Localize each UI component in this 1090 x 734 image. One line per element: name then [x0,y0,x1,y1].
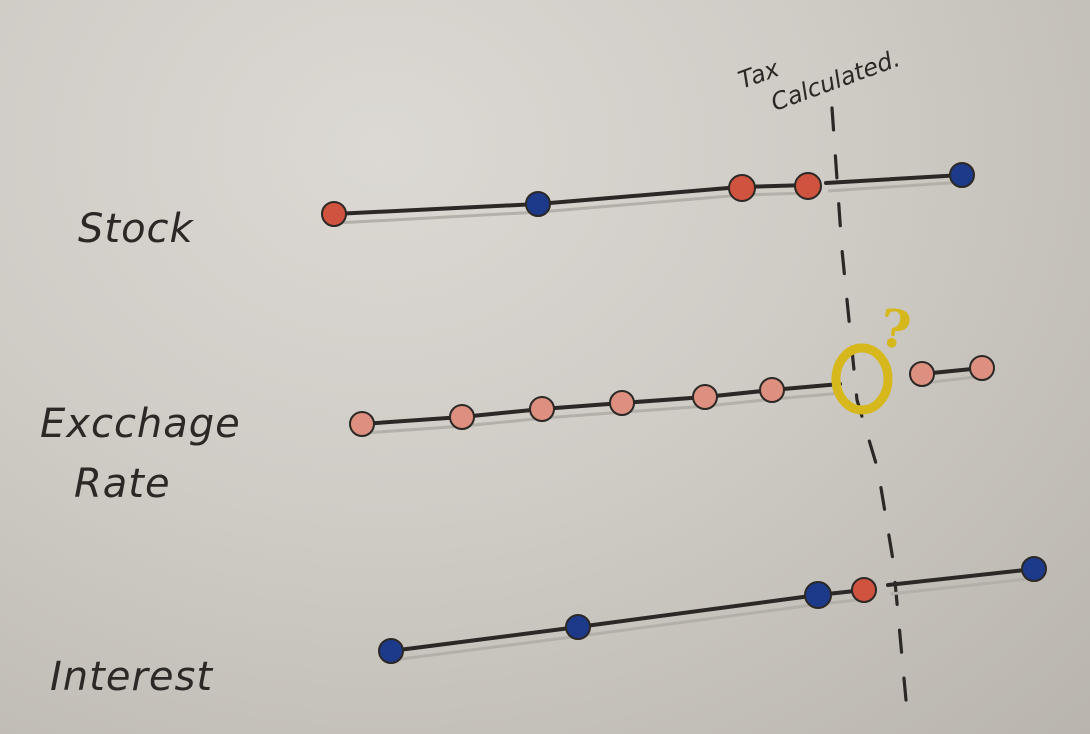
stock-dot-red [794,172,822,200]
exchange-rate-label-line1: Excchage [40,401,241,447]
interest-line-shadow [392,576,1037,662]
exchange-rate-dot [529,396,555,422]
exchange-rate-dot [449,404,475,430]
interest-line [389,567,1036,653]
exchange-rate-dot [609,390,635,416]
stock-dot-blue [949,162,975,188]
interest-dot-blue [804,581,832,609]
exchange-rate-dot [349,411,375,437]
exchange-rate-dot [909,361,935,387]
question-mark: ? [876,298,915,363]
interest-timeline [378,556,1047,664]
missing-value-highlight [831,343,893,415]
stock-timeline [321,162,975,227]
stock-line-shadow [335,180,965,225]
exchange-rate-dot [692,384,718,410]
interest-dot-red [851,577,877,603]
exchange-rate-dot [759,377,785,403]
stock-label: Stock [78,206,195,252]
interest-dot-blue [565,614,591,640]
interest-label: Interest [50,654,213,700]
stock-dot-red [728,174,756,202]
stock-dot-red [321,201,347,227]
interest-dot-blue [1021,556,1047,582]
tax-label-line2: Calculated. [767,44,903,116]
exchange-rate-timeline: ? [349,298,995,437]
exchange-rate-dot [969,355,995,381]
tax-calculated-annotation: Tax Calculated. [735,44,904,116]
stock-line [332,173,964,216]
exchange-rate-label-line2: Rate [74,461,171,507]
stock-dot-blue [525,191,551,217]
interest-dot-blue [378,638,404,664]
